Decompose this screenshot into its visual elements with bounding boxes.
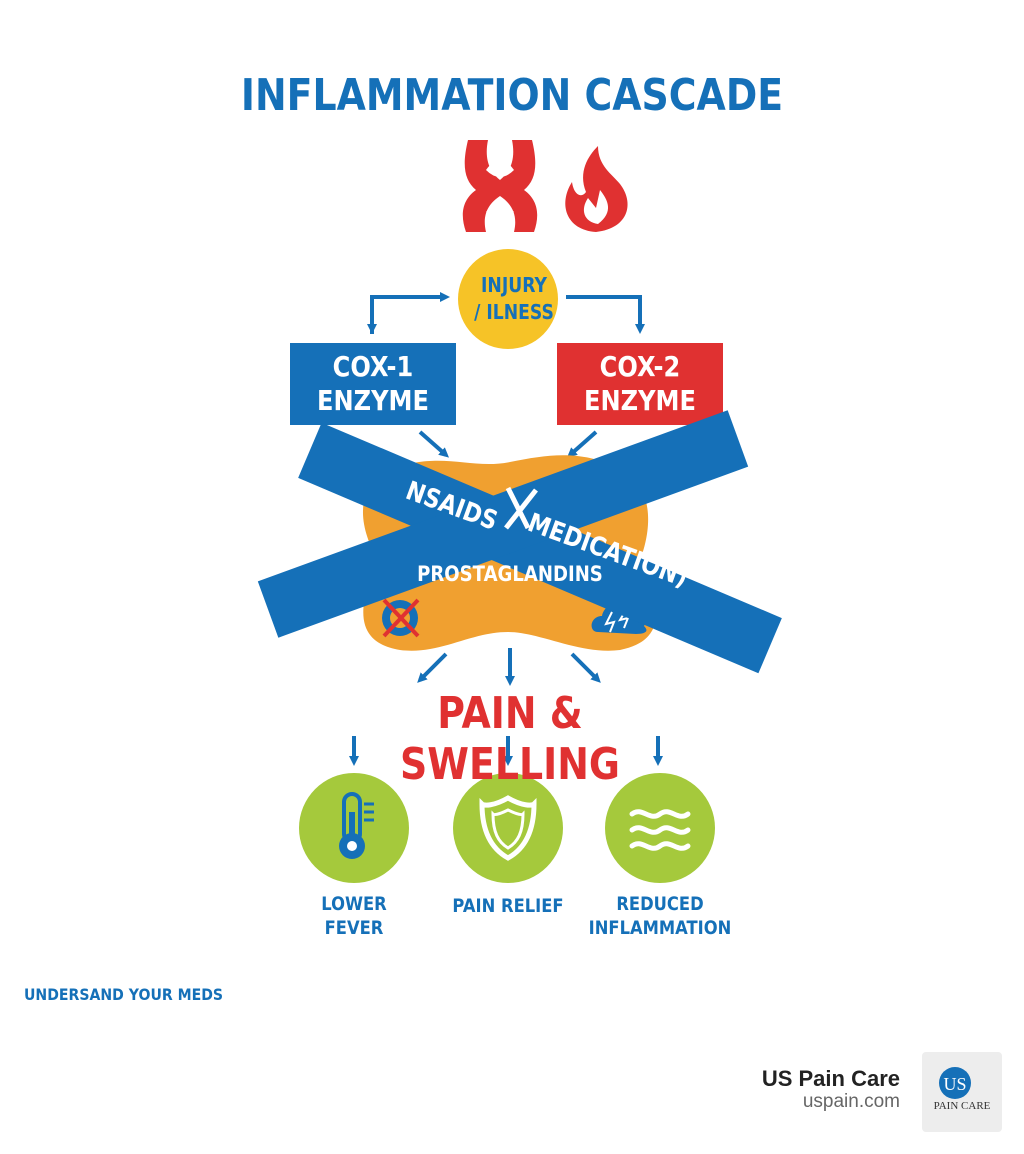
cox1-line1: COX-1 xyxy=(332,350,414,383)
outcome-label-inflammation: REDUCED INFLAMMATION xyxy=(574,892,746,940)
brand-url[interactable]: uspain.com xyxy=(802,1091,900,1112)
outcome-relief-line1: PAIN RELIEF xyxy=(452,895,564,917)
injury-line2: / ILNESS xyxy=(474,300,554,324)
flame-icon xyxy=(565,146,628,232)
logo-mark: US xyxy=(939,1067,971,1099)
outcome-label-fever: LOWER FEVER xyxy=(268,892,440,940)
waves-icon xyxy=(629,809,691,851)
injury-label: INJURY / ILNESS xyxy=(466,272,562,326)
nsaid-block-bar-2 xyxy=(257,410,749,638)
cox2-line2: ENZYME xyxy=(584,384,696,417)
outcome-inflammation-line2: INFLAMMATION xyxy=(588,917,732,939)
cox2-line1: COX-2 xyxy=(599,350,681,383)
logo-caption: PAIN CARE xyxy=(933,1100,991,1112)
nsaid-block-bar-1 xyxy=(298,422,782,674)
blocked-molecule-icon xyxy=(382,598,420,638)
outcome-label-relief: PAIN RELIEF xyxy=(422,894,594,918)
diagram-title: INFLAMMATION CASCADE xyxy=(240,70,784,121)
joint-icon xyxy=(462,140,538,232)
cox1-line2: ENZYME xyxy=(317,384,429,417)
injury-circle xyxy=(458,249,558,349)
cox1-box xyxy=(290,343,456,425)
cox2-label: COX-2 ENZYME xyxy=(569,350,712,418)
outcome-fever-line1: LOWER xyxy=(321,893,387,915)
thermometer-icon xyxy=(339,792,374,859)
shield-icon xyxy=(479,795,537,861)
cox1-label: COX-1 ENZYME xyxy=(302,350,445,418)
outcome-inflammation-line1: REDUCED xyxy=(616,893,704,915)
effect-title: PAIN & SWELLING xyxy=(400,688,620,790)
logo-text: US xyxy=(943,1074,966,1094)
brand-name: US Pain Care xyxy=(761,1066,900,1091)
brand-logo: US PAIN CARE xyxy=(922,1052,1002,1132)
injury-line1: INJURY xyxy=(481,273,547,297)
footer-tagline: UNDERSAND YOUR MEDS xyxy=(24,985,224,1004)
prostaglandins-label: PROSTAGLANDINS xyxy=(417,562,603,586)
outcome-fever-line2: FEVER xyxy=(324,917,384,939)
block-x-mark xyxy=(504,486,538,530)
cox2-box xyxy=(557,343,723,425)
